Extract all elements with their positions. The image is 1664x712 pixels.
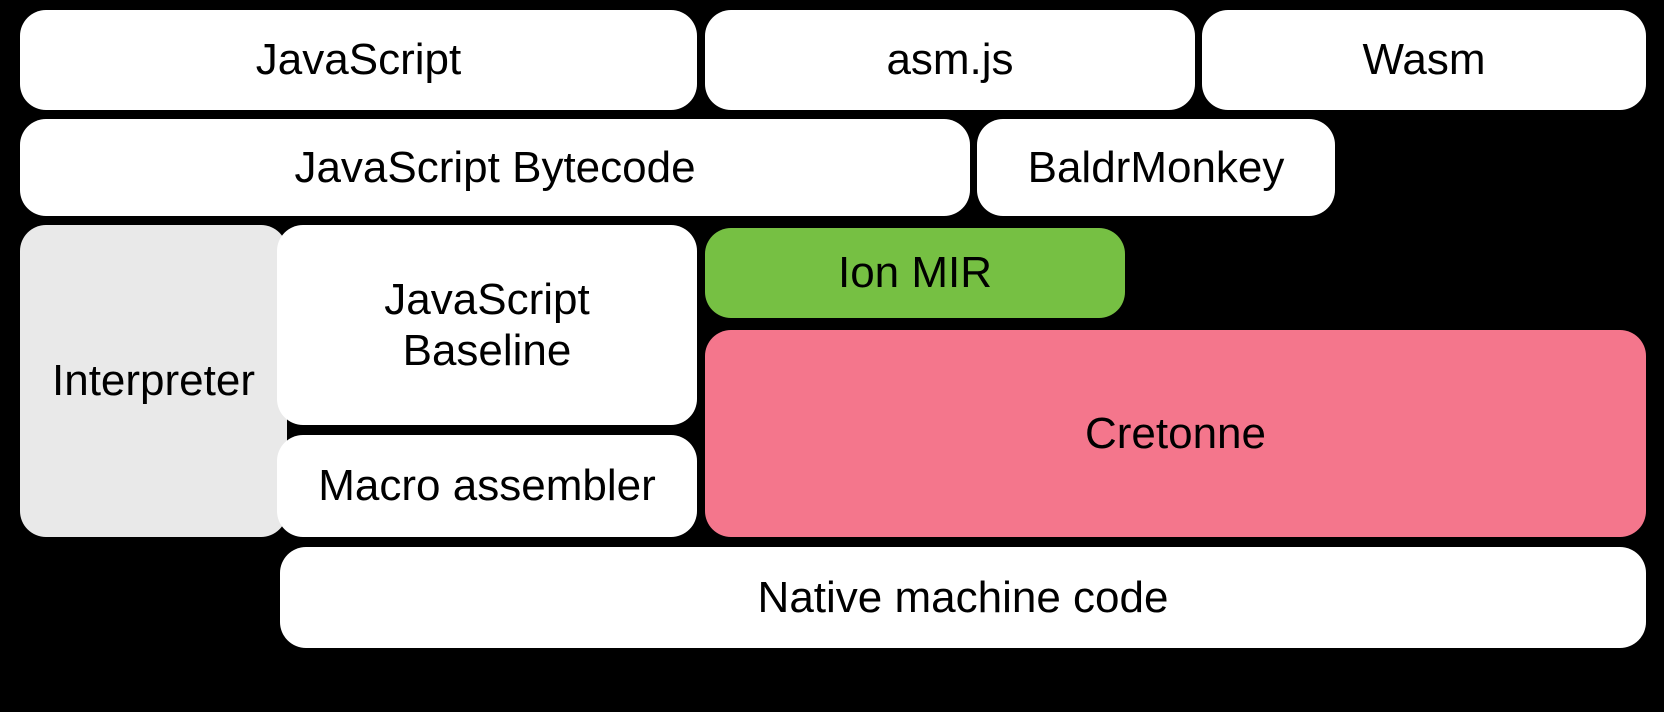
node-wasm: Wasm [1202, 10, 1646, 110]
node-asmjs: asm.js [705, 10, 1195, 110]
node-cretonne: Cretonne [705, 330, 1646, 537]
node-interpreter: Interpreter [20, 225, 287, 537]
node-javascript-bytecode: JavaScript Bytecode [20, 119, 970, 216]
node-ion-mir: Ion MIR [705, 228, 1125, 318]
node-javascript: JavaScript [20, 10, 697, 110]
node-baldrmonkey: BaldrMonkey [977, 119, 1335, 216]
node-native-machine-code: Native machine code [280, 547, 1646, 648]
node-macro-assembler: Macro assembler [277, 435, 697, 537]
node-javascript-baseline: JavaScript Baseline [277, 225, 697, 425]
